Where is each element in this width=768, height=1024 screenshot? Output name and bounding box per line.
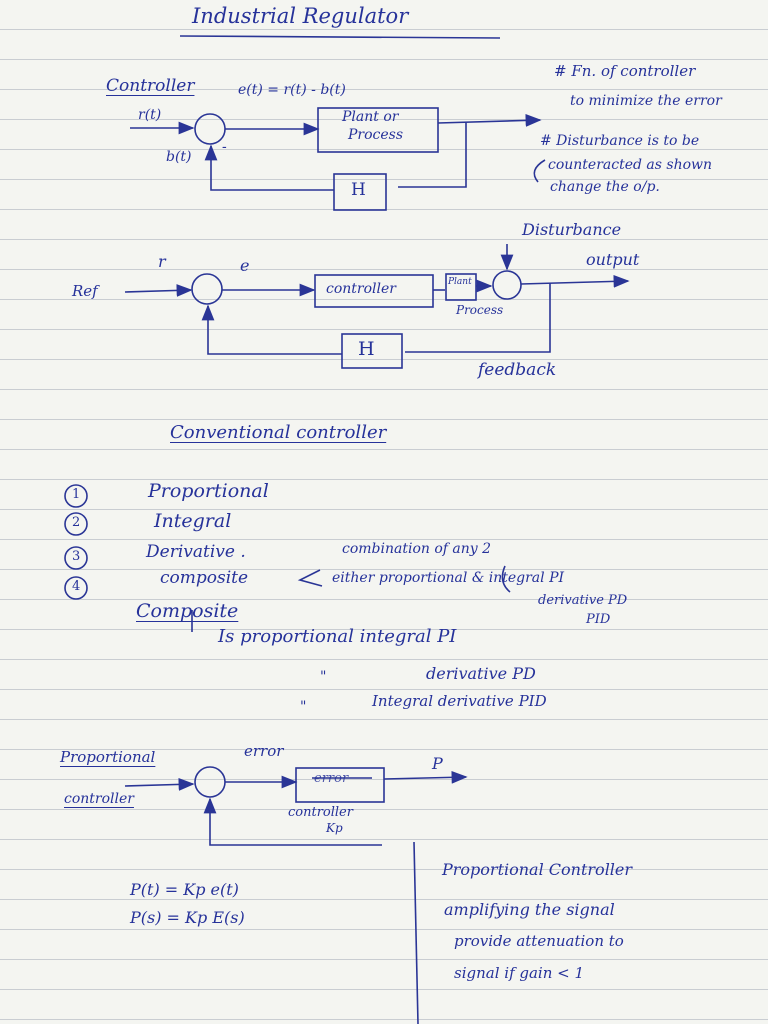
diagram2-controller-label: controller	[326, 281, 396, 297]
diagram2-r-label: r	[158, 252, 166, 271]
list-item-composite: composite	[160, 568, 249, 588]
diagram2-disturbance-label: Disturbance	[522, 220, 622, 239]
diagram2-feedback-label: feedback	[478, 360, 557, 380]
diagram1-input-label: r(t)	[138, 107, 162, 123]
combination-line2: either proportional & integral PI	[332, 570, 565, 586]
note-line3: provide attenuation to	[454, 932, 624, 950]
composite-line1: Is proportional integral PI	[218, 626, 457, 647]
diagram2-summing-junction	[191, 273, 223, 305]
page-title: Industrial Regulator	[192, 4, 409, 28]
combination-line4: PID	[586, 612, 611, 627]
note2-line1: # Disturbance is to be	[540, 133, 700, 149]
combination-line3: derivative PD	[538, 593, 628, 608]
diagram2-process-label: Process	[456, 303, 504, 317]
diagram1-plant-label-2: Process	[348, 127, 404, 143]
diagram1-label: Controller	[106, 76, 195, 96]
diagram1-feedback-signal-label: b(t)	[166, 149, 192, 165]
proportional-label-line2: controller	[64, 791, 134, 807]
diagram2-plant-block	[445, 273, 477, 301]
diagram2-plant-label: Plant	[448, 277, 472, 287]
composite-ditto1: "	[320, 669, 327, 685]
conventional-heading: Conventional controller	[170, 422, 387, 443]
list-item-derivative: Derivative .	[146, 542, 246, 562]
list-item-proportional: Proportional	[148, 480, 269, 502]
equation-s-domain: P(s) = Kp E(s)	[130, 908, 245, 927]
note-line2: amplifying the signal	[444, 900, 615, 919]
composite-ditto2: "	[300, 699, 307, 715]
composite-line2: derivative PD	[426, 664, 536, 683]
diagram2-disturbance-junction	[492, 270, 522, 300]
composite-heading: Composite	[136, 600, 239, 622]
diagram1-h-block	[333, 173, 387, 211]
list-number-1: 1	[72, 487, 81, 502]
diagram1-minus-sign: -	[222, 139, 227, 155]
note-line4: signal if gain < 1	[454, 964, 585, 982]
note2-line3: change the o/p.	[550, 179, 660, 195]
diagram2-h-label: H	[358, 338, 375, 360]
diagram3-output-label: P	[432, 754, 443, 773]
note-line1: Proportional Controller	[442, 860, 633, 879]
less-than-mark	[297, 569, 323, 587]
list-number-2: 2	[72, 515, 81, 530]
diagram2-lines	[124, 244, 630, 369]
diagram1-lines	[130, 107, 546, 211]
note1-line2: to minimize the error	[570, 93, 722, 109]
proportional-label-line1: Proportional	[60, 748, 156, 766]
diagram1-h-label: H	[351, 180, 366, 200]
note1-line1: # Fn. of controller	[554, 62, 696, 80]
equation-time-domain: P(t) = Kp e(t)	[130, 880, 239, 899]
list-number-4: 4	[72, 579, 81, 594]
list-number-3: 3	[72, 549, 81, 564]
diagram3-lines	[124, 766, 468, 846]
list-item-integral: Integral	[154, 510, 232, 532]
diagram3-error-label: error	[244, 742, 284, 760]
diagram3-controller-block	[295, 767, 385, 803]
diagram2-controller-block	[314, 274, 434, 308]
diagram1-plant-label-1: Plant or	[342, 109, 399, 125]
composite-line3: Integral derivative PID	[372, 692, 547, 710]
diagram1-error-equation: e(t) = r(t) - b(t)	[238, 82, 346, 98]
diagram2-ref-label: Ref	[72, 282, 98, 300]
brace-mark	[501, 565, 511, 593]
diagram3-block-struck-text: error	[314, 771, 349, 786]
diagram2-e-label: e	[240, 256, 250, 275]
list-number-circles	[64, 484, 88, 600]
diagram2-h-block	[341, 333, 403, 369]
diagram1-plant-block	[317, 107, 439, 153]
title-underline	[179, 35, 501, 39]
diagram3-kp-label: Kp	[326, 821, 343, 835]
combination-line1: combination of any 2	[342, 541, 492, 557]
vertical-divider	[413, 841, 419, 1024]
diagram1-summing-junction	[194, 113, 226, 145]
diagram3-summing-junction	[194, 766, 226, 798]
diagram3-controller-label: controller	[288, 805, 353, 820]
diagram2-output-label: output	[586, 250, 640, 269]
note2-line2: counteracted as shown	[548, 157, 713, 173]
